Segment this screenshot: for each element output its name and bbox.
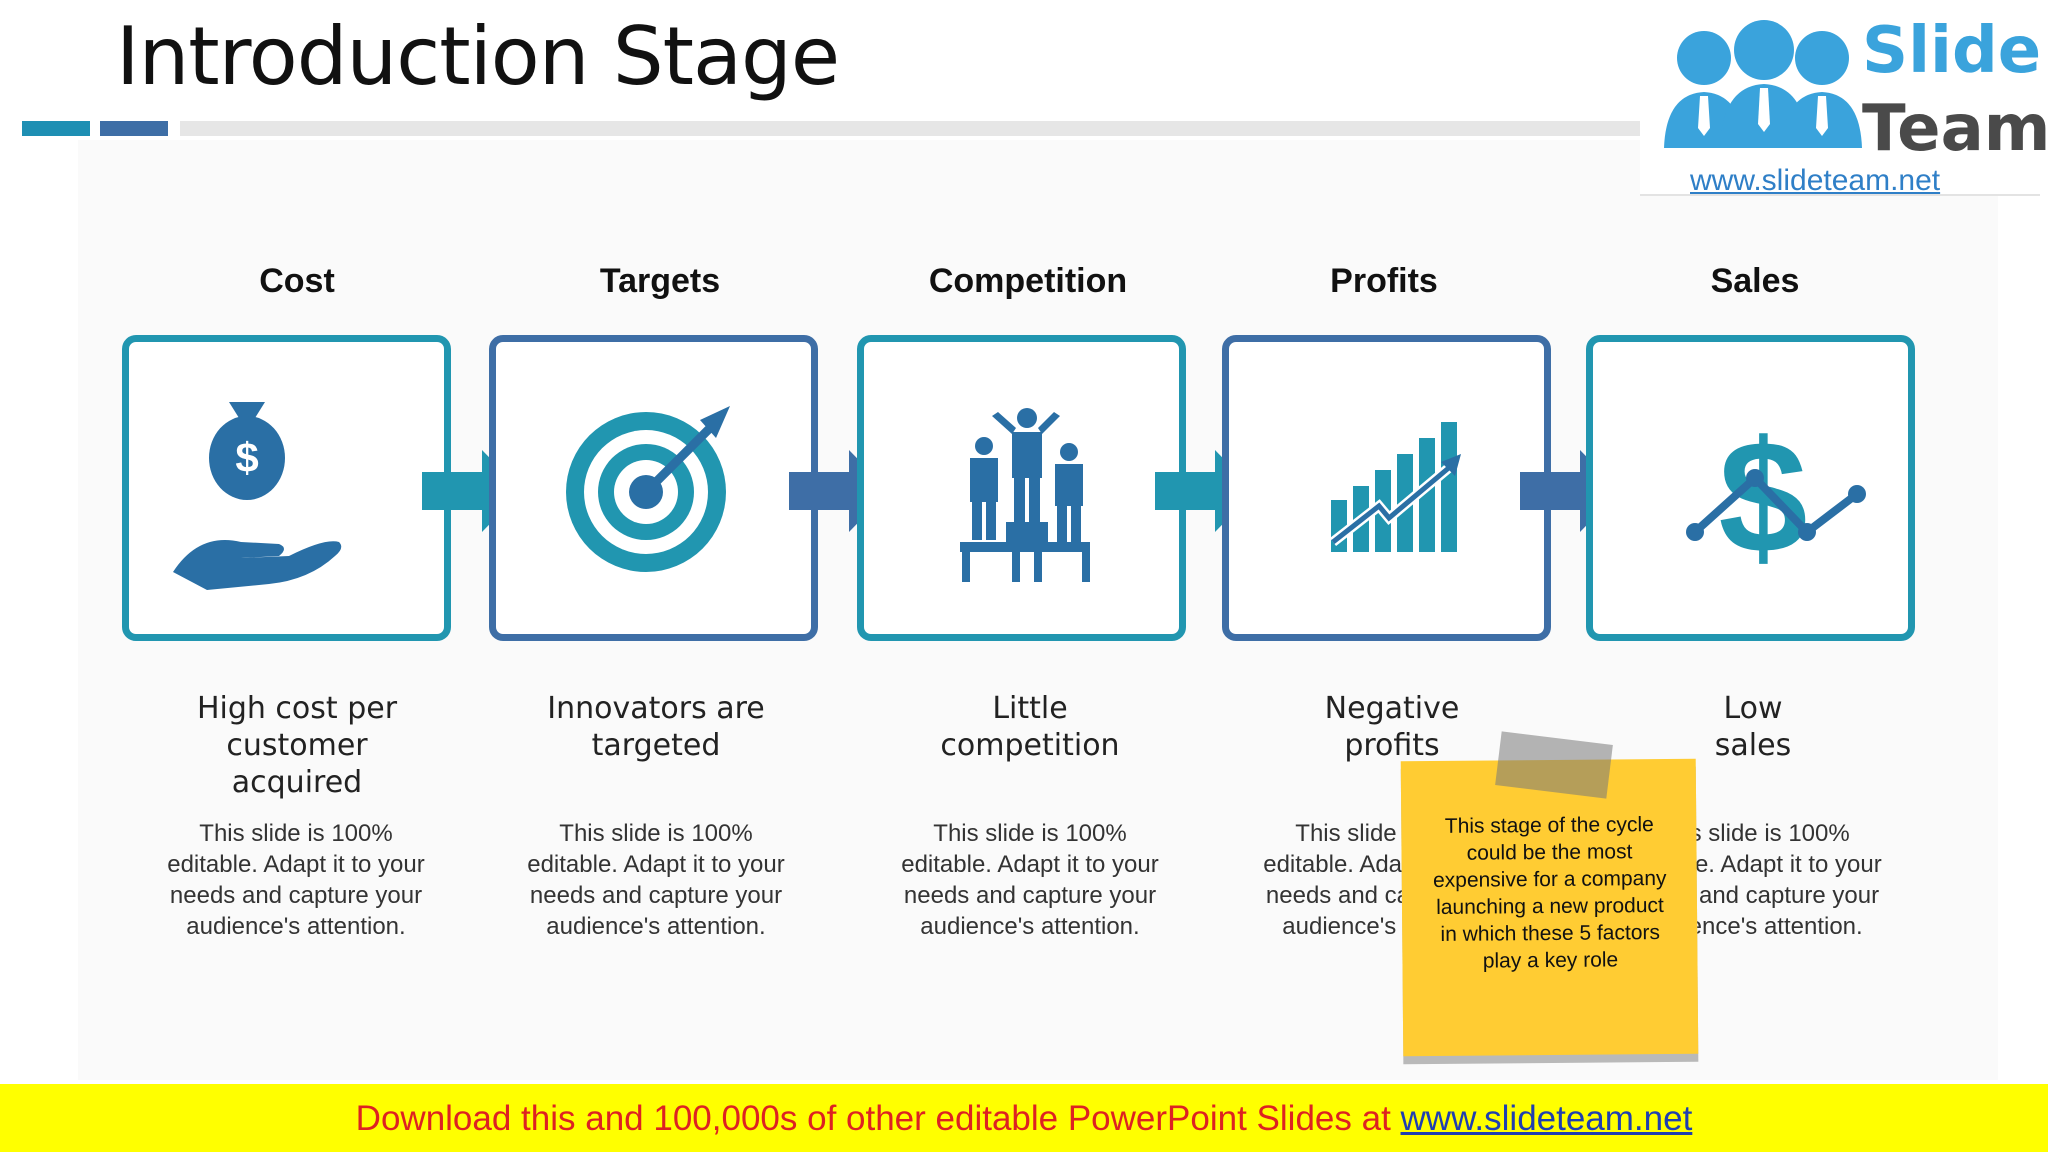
- stage-heading-competition: Competition: [928, 262, 1128, 300]
- description-line: editable. Adapt it to your: [901, 851, 1159, 878]
- stage-heading-sales: Sales: [1710, 262, 1800, 300]
- stage-subtitle-profits: Negative profits: [1222, 690, 1562, 764]
- stage-box-cost: $: [122, 335, 451, 641]
- stage-heading-cost: Cost: [259, 262, 335, 300]
- stage-box-targets: [489, 335, 818, 641]
- people-logo-icon: [1664, 20, 1862, 148]
- stage-description-competition: This slide is 100% editable. Adapt it to…: [880, 818, 1180, 942]
- sticky-note[interactable]: This stage of the cycle could be the mos…: [1400, 758, 1699, 1057]
- stage-box-sales: $: [1586, 335, 1915, 641]
- description-line: This slide is 100%: [933, 820, 1127, 847]
- description-line: This slide is 100%: [199, 820, 393, 847]
- download-banner-text: Download this and 100,000s of other edit…: [0, 1099, 2048, 1139]
- dollar-trend-icon: $: [1686, 407, 1866, 586]
- download-banner: [0, 1084, 2048, 1152]
- banner-message: Download this and 100,000s of other edit…: [355, 1099, 1401, 1138]
- description-line: editable. Adapt it to your: [167, 851, 425, 878]
- description-line: editable. Adapt it to your: [527, 851, 785, 878]
- slideteam-logo[interactable]: Slide Team www.slideteam.net: [1640, 0, 2048, 197]
- subtitle-line: competition: [940, 728, 1120, 763]
- subtitle-line: targeted: [591, 728, 721, 763]
- svg-text:$: $: [235, 434, 258, 481]
- title-rule-teal: [22, 121, 90, 136]
- logo-word-slide: Slide: [1862, 14, 2042, 88]
- description-line: audience's attention.: [920, 913, 1140, 940]
- title-rule-blue: [100, 121, 168, 136]
- subtitle-line: Low: [1723, 691, 1783, 726]
- stage-subtitle-sales: Low sales: [1583, 690, 1923, 764]
- subtitle-line: sales: [1714, 728, 1792, 763]
- description-line: audience's attention.: [546, 913, 766, 940]
- subtitle-line: Negative: [1324, 691, 1460, 726]
- subtitle-line: Innovators are: [547, 691, 765, 726]
- money-bag-hand-icon: $: [173, 402, 342, 590]
- description-line: needs and capture your: [903, 882, 1157, 909]
- subtitle-line: Little: [992, 691, 1068, 726]
- description-line: audience's attention.: [186, 913, 406, 940]
- subtitle-line: High cost per customer: [196, 691, 398, 763]
- stage-description-cost: This slide is 100% editable. Adapt it to…: [146, 818, 446, 942]
- stage-description-targets: This slide is 100% editable. Adapt it to…: [506, 818, 806, 942]
- target-icon: [566, 406, 730, 572]
- slide-title: Introduction Stage: [116, 10, 840, 103]
- stage-box-competition: [857, 335, 1186, 641]
- description-line: needs and capture your: [529, 882, 783, 909]
- subtitle-line: profits: [1344, 728, 1440, 763]
- sticky-note-text: This stage of the cycle could be the mos…: [1432, 813, 1667, 973]
- title-rule-gray: [180, 121, 1640, 136]
- description-line: needs and capture your: [169, 882, 423, 909]
- growth-chart-icon: [1329, 422, 1461, 552]
- stage-subtitle-competition: Little competition: [860, 690, 1200, 764]
- description-line: This slide is 100%: [559, 820, 753, 847]
- stage-heading-profits: Profits: [1330, 262, 1438, 300]
- logo-word-team: Team: [1862, 92, 2048, 166]
- stage-box-profits: [1222, 335, 1551, 641]
- logo-divider: [1640, 194, 2040, 196]
- podium-people-icon: [960, 408, 1090, 582]
- banner-link[interactable]: www.slideteam.net: [1400, 1099, 1693, 1138]
- subtitle-line: acquired: [231, 765, 363, 800]
- stage-subtitle-targets: Innovators are targeted: [486, 690, 826, 764]
- stage-heading-targets: Targets: [599, 262, 721, 300]
- logo-url-link[interactable]: www.slideteam.net: [1690, 164, 1941, 197]
- stage-subtitle-cost: High cost per customer acquired: [127, 690, 467, 801]
